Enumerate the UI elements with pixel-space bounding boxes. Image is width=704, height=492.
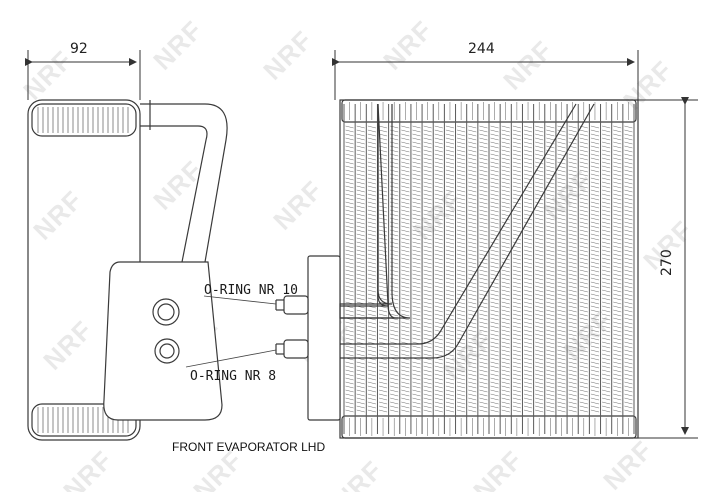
evaporator-core-tubes	[343, 102, 635, 436]
front-view	[275, 99, 639, 439]
oring-leaders	[185, 295, 277, 368]
width-dimension	[25, 50, 141, 100]
width-dimension-label: 92	[70, 41, 88, 57]
drawing-caption: FRONT EVAPORATOR LHD	[172, 440, 326, 454]
side-fins-top	[37, 107, 129, 133]
length-dimension-label: 244	[468, 41, 495, 57]
oring-upper-label: O-RING NR 10	[204, 283, 298, 298]
length-dimension	[332, 50, 639, 100]
height-dimension-label: 270	[659, 249, 675, 276]
side-view	[27, 99, 228, 441]
front-internal-pipes	[339, 103, 595, 359]
height-dimension	[638, 97, 698, 439]
oring-lower-label: O-RING NR 8	[190, 369, 277, 384]
